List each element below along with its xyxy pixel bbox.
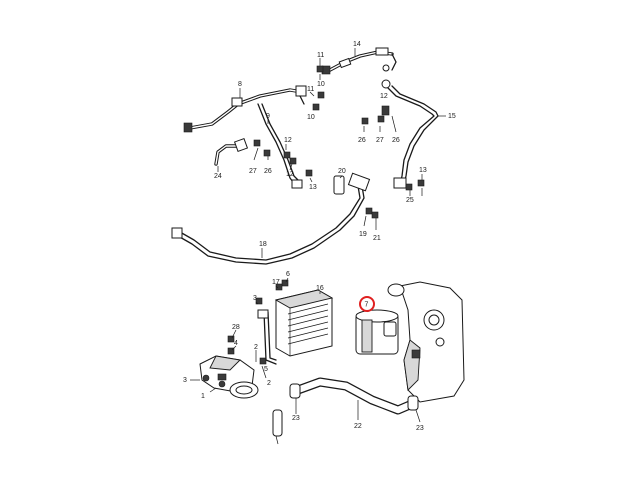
part-20-fitting xyxy=(333,175,345,195)
callout-12: 12 xyxy=(286,171,294,178)
callout-27: 27 xyxy=(249,168,257,175)
oil-line-9 xyxy=(257,103,303,189)
callout-7: 7 xyxy=(365,302,369,309)
callout-8: 8 xyxy=(238,81,242,88)
callout-27: 27 xyxy=(376,137,384,144)
part-24-hose xyxy=(214,137,249,166)
hose-22 xyxy=(289,377,419,415)
header-strip xyxy=(0,0,640,6)
callout-22: 22 xyxy=(354,423,362,430)
callout-28: 28 xyxy=(232,324,240,331)
callout-10: 10 xyxy=(307,114,315,121)
oil-line-8 xyxy=(183,85,307,133)
callout-9: 9 xyxy=(266,113,270,120)
callout-19: 19 xyxy=(359,231,367,238)
callout-12: 12 xyxy=(380,93,388,100)
callout-3: 3 xyxy=(253,295,257,302)
callout-10: 10 xyxy=(317,81,325,88)
callout-3: 3 xyxy=(183,377,187,384)
fasteners-upper xyxy=(227,65,425,365)
callout-2: 2 xyxy=(267,380,271,387)
callout-23: 23 xyxy=(416,425,424,432)
callout-26: 26 xyxy=(264,168,272,175)
mounting-bracket xyxy=(257,309,277,365)
callout-18: 18 xyxy=(259,241,267,248)
thermostat-housing xyxy=(199,355,259,399)
callout-13: 13 xyxy=(309,184,317,191)
callout-17: 17 xyxy=(272,279,280,286)
oil-line-18 xyxy=(171,172,371,265)
callout-2: 2 xyxy=(254,344,258,351)
callout-26: 26 xyxy=(358,137,366,144)
oil-line-15 xyxy=(381,79,439,189)
callout-20: 20 xyxy=(338,168,346,175)
callout-24: 24 xyxy=(214,173,222,180)
callout-26: 26 xyxy=(392,137,400,144)
oil-tank xyxy=(387,281,465,403)
callout-13: 13 xyxy=(419,167,427,174)
callout-25: 25 xyxy=(406,197,414,204)
part-23-pipe xyxy=(272,409,283,445)
callout-11: 11 xyxy=(317,52,324,59)
callout-6: 6 xyxy=(286,271,290,278)
callout-labels: 14 11 10 8 11 10 9 12 26 27 24 12 13 15 … xyxy=(183,41,456,432)
callout-1: 1 xyxy=(201,393,205,400)
oil-filter-7 xyxy=(355,309,399,355)
highlighted-callout-7[interactable]: 7 xyxy=(359,296,375,312)
callout-16: 16 xyxy=(316,285,324,292)
callout-21: 21 xyxy=(373,235,381,242)
callout-4: 4 xyxy=(234,340,238,347)
callout-15: 15 xyxy=(448,113,456,120)
highlight-ring xyxy=(359,296,375,312)
callout-11: 11 xyxy=(307,86,314,93)
oil-cooler-16 xyxy=(274,289,334,357)
callout-14: 14 xyxy=(353,41,361,48)
callout-23: 23 xyxy=(292,415,300,422)
callout-5: 5 xyxy=(264,366,268,373)
oil-line-14 xyxy=(321,47,397,75)
callout-12: 12 xyxy=(284,137,292,144)
